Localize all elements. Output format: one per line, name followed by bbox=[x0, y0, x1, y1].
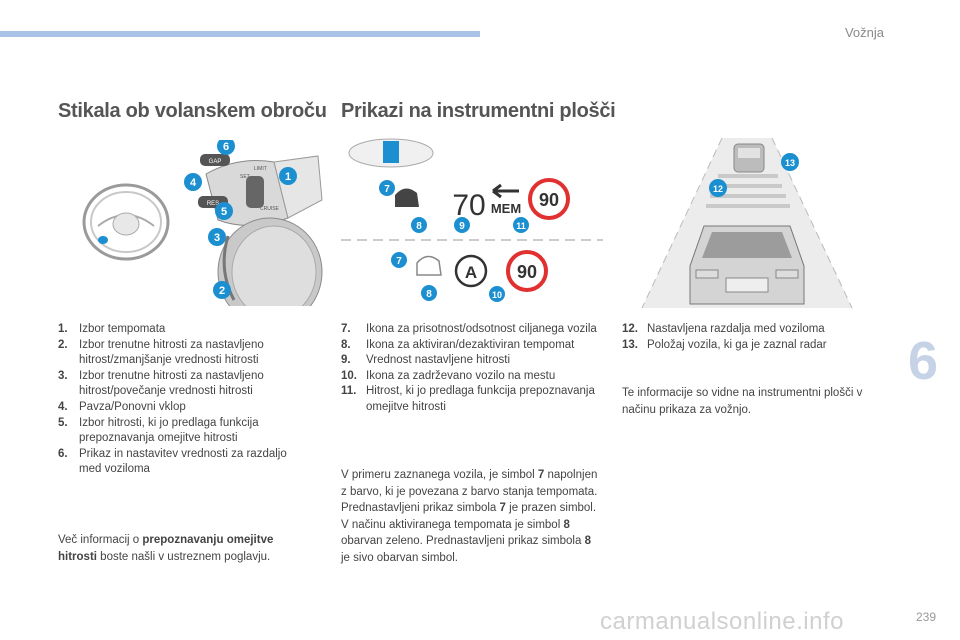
callout-12: 12 bbox=[713, 184, 723, 194]
list-item: 5.Izbor hitrosti, ki jo predlaga funkcij… bbox=[58, 416, 259, 445]
steering-controls-legend: 1.Izbor tempomata 2.Izbor trenutne hitro… bbox=[58, 322, 303, 478]
hold-symbol: A bbox=[465, 263, 477, 282]
display-mode-note: Te informacije so vidne na instrumentni … bbox=[622, 387, 863, 416]
speed-limit-sign-bottom: 90 bbox=[517, 262, 537, 282]
callout-3: 3 bbox=[214, 232, 220, 244]
callout-markers: 6 4 1 5 3 2 bbox=[184, 140, 297, 299]
callout-13: 13 bbox=[785, 158, 795, 168]
chapter-name: Vožnja bbox=[844, 25, 884, 40]
set-speed-value: 70 bbox=[452, 189, 485, 222]
display-row-2: A 90 bbox=[416, 250, 548, 292]
list-item: 7.Ikona za prisotnost/odsotnost ciljaneg… bbox=[341, 323, 597, 335]
list-item: 9.Vrednost nastavljene hitrosti bbox=[341, 354, 511, 367]
section-title-steering-controls: Stikala ob volanskem obroču bbox=[58, 100, 327, 122]
stalk-label: SET bbox=[240, 174, 250, 180]
watermark: carmanualsonline.info bbox=[600, 608, 844, 635]
symbol-explanation: V primeru zaznanega vozila, je simbol 7 … bbox=[341, 469, 598, 564]
radar-legend: 12.Nastavljena razdalja med voziloma 13.… bbox=[622, 322, 882, 353]
stalk-label: CRUISE bbox=[260, 206, 280, 212]
list-item: 3.Izbor trenutne hitrosti za nastavljeno… bbox=[58, 369, 264, 398]
stalk-label: RES bbox=[207, 201, 219, 207]
callout-7-lower: 7 bbox=[396, 256, 402, 267]
list-item: 11.Hitrost, ki jo predlaga funkcija prep… bbox=[341, 385, 595, 413]
list-item: 8.Ikona za aktiviran/dezaktiviran tempom… bbox=[341, 338, 575, 351]
callout-2: 2 bbox=[219, 285, 225, 297]
list-item: 12.Nastavljena razdalja med voziloma bbox=[622, 323, 825, 335]
list-item: 13.Položaj vozila, ki ga je zaznal radar bbox=[622, 338, 827, 351]
list-item: 1.Izbor tempomata bbox=[58, 323, 166, 335]
callout-10: 10 bbox=[492, 290, 502, 300]
own-vehicle-illustration bbox=[689, 225, 805, 305]
target-vehicle-illustration bbox=[733, 143, 765, 173]
list-item: 10.Ikona za zadrževano vozilo na mestu bbox=[341, 369, 556, 382]
display-row-1: 70 MEM 90 bbox=[395, 178, 570, 222]
stalk-label: LIMIT bbox=[254, 166, 267, 172]
callout-6: 6 bbox=[223, 141, 229, 153]
callout-markers: 7 8 9 10 11 7 8 bbox=[379, 180, 529, 302]
callout-11: 11 bbox=[516, 221, 526, 231]
list-item: 4.Pavza/Ponovni vklop bbox=[58, 400, 186, 413]
page-number: 239 bbox=[915, 610, 936, 624]
more-info-note: Več informacij o prepoznavanju omejitve … bbox=[58, 534, 274, 563]
mem-label: MEM bbox=[491, 201, 521, 216]
radar-distance-figure: 12 13 bbox=[641, 138, 853, 308]
list-item: 2.Izbor trenutne hitrosti za nastavljeno… bbox=[58, 338, 264, 367]
callout-4: 4 bbox=[190, 177, 197, 189]
callout-7: 7 bbox=[384, 184, 390, 195]
list-item: 6.Prikaz in nastavitev vrednosti za razd… bbox=[58, 447, 287, 476]
steering-stalk-figure: GAP RES SET LIMIT CRUISE 6 4 1 5 3 2 bbox=[82, 140, 323, 306]
callout-5: 5 bbox=[221, 206, 227, 218]
instrument-display-figure: 70 MEM 90 A 90 7 8 9 10 11 7 8 bbox=[341, 138, 603, 302]
stalk-label: GAP bbox=[209, 159, 222, 165]
section-title-instrument-displays: Prikazi na instrumentni plošči bbox=[341, 100, 616, 122]
chapter-number: 6 bbox=[907, 331, 938, 391]
callout-markers: 12 13 bbox=[709, 153, 799, 197]
callout-8-lower: 8 bbox=[426, 289, 432, 300]
cluster-top bbox=[348, 138, 434, 168]
road-distance-bars bbox=[706, 174, 790, 208]
steering-wheel-illustration bbox=[82, 183, 170, 261]
callout-9: 9 bbox=[459, 221, 465, 232]
speed-limit-sign-top: 90 bbox=[539, 190, 559, 210]
callout-1: 1 bbox=[285, 171, 291, 183]
instrument-display-legend: 7.Ikona za prisotnost/odsotnost ciljaneg… bbox=[341, 322, 601, 416]
callout-8: 8 bbox=[416, 221, 422, 232]
header-accent-bar bbox=[0, 31, 480, 37]
